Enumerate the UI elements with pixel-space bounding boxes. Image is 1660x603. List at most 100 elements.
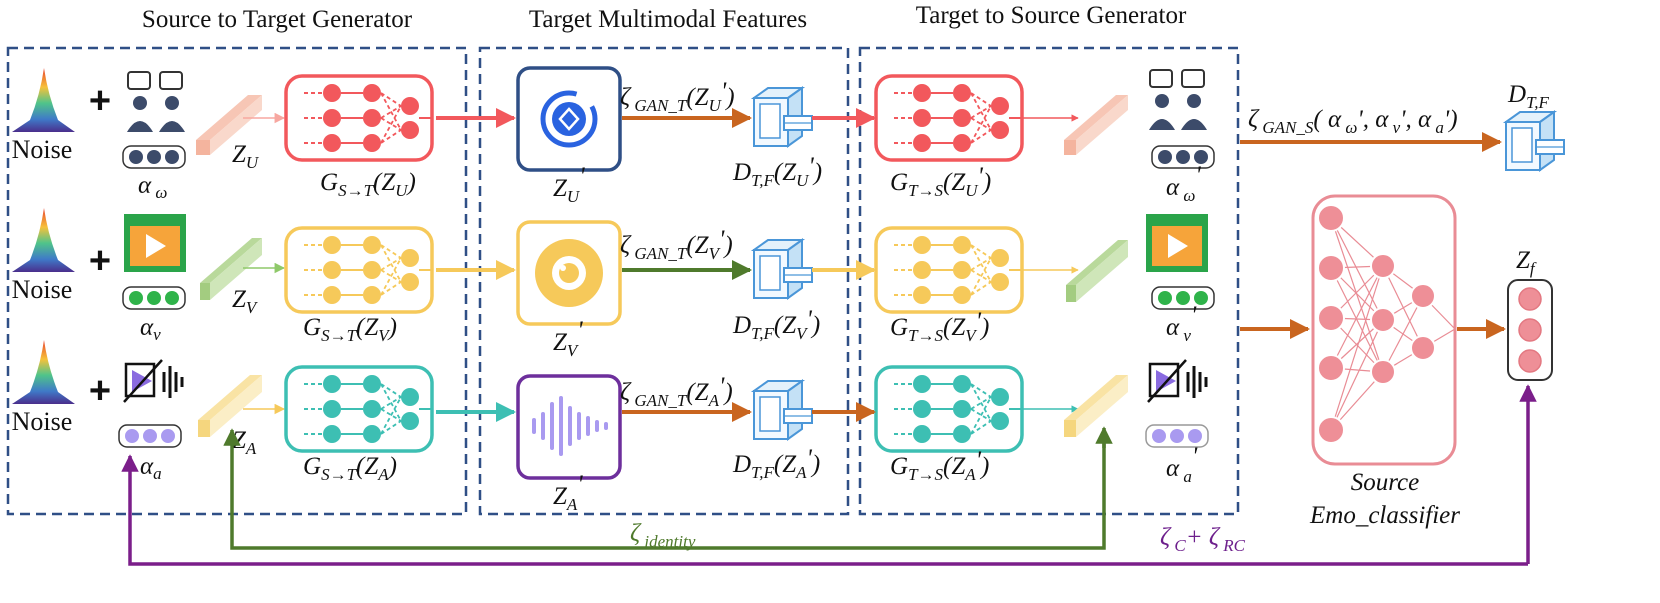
neuron [363, 425, 381, 443]
alpha-input-v: αv [140, 314, 161, 344]
neuron [363, 109, 381, 127]
noise-row-3: Noise + [12, 340, 111, 436]
neuron [323, 109, 341, 127]
gen-st-label-a: GS→T(ZA) [303, 453, 397, 484]
noise-label: Noise [12, 407, 73, 436]
source-to-target-box [6, 46, 468, 516]
gen-ts-label-u: GT→S(ZU') [890, 163, 991, 200]
plus-sign: + [89, 370, 111, 412]
neuron [363, 400, 381, 418]
generator-t2s-v [874, 226, 1024, 314]
audio-video-icon-out [1147, 359, 1208, 403]
gen-st-label-v: GS→T(ZV) [303, 314, 397, 345]
classifier-neuron [1370, 359, 1396, 385]
feature-box-v [516, 220, 622, 326]
neuron [953, 286, 971, 304]
neuron [953, 109, 971, 127]
gen-ts-label-v: GT→S(ZV') [890, 308, 989, 345]
neuron [401, 121, 419, 139]
latent-bar-u-out [1064, 95, 1128, 155]
alpha-output-v: α v' [1166, 302, 1197, 345]
gan-s-loss-label: ζ GAN_S( α ω', α v', α a') [1248, 106, 1458, 137]
header-target-features: Target Multimodal Features [529, 6, 807, 33]
disc-label-a: DT,F(ZA') [732, 445, 820, 482]
noise-surface-icon [12, 208, 75, 272]
classifier-neuron [1370, 253, 1396, 279]
neuron [323, 425, 341, 443]
neuron [913, 425, 931, 443]
classification-loss-path [121, 454, 1528, 566]
gan-s-disc-label: DT,F [1507, 81, 1550, 112]
neuron [363, 261, 381, 279]
latent-bar-u [196, 95, 262, 155]
plus-sign: + [89, 240, 111, 282]
feature-label-v: ZV' [553, 317, 583, 360]
classifier-network [1317, 204, 1456, 444]
video-clip-icon-out [1146, 214, 1208, 272]
feature-box-a [516, 374, 622, 480]
feature-label-u: ZU' [553, 163, 585, 206]
fused-node [1518, 318, 1542, 342]
video-clip-icon [124, 214, 186, 272]
neuron [363, 286, 381, 304]
neuron [991, 121, 1009, 139]
neuron [363, 375, 381, 393]
neuron [991, 97, 1009, 115]
noise-row-1: Noise + [12, 68, 111, 164]
alpha-dots-a [118, 424, 182, 448]
discriminator-u [750, 86, 813, 148]
discriminator-v [750, 238, 813, 300]
latent-bar-v [200, 238, 262, 300]
classifier-neuron [1317, 416, 1345, 444]
neuron [913, 84, 931, 102]
latent-label-a: ZA [232, 427, 257, 458]
neuron [953, 261, 971, 279]
feature-label-a: ZA' [553, 471, 583, 514]
neuron [323, 400, 341, 418]
latent-label-v: ZV [232, 286, 259, 317]
generators-layer [284, 74, 1024, 453]
classifier-neuron [1317, 254, 1345, 282]
waveform-icon [532, 396, 608, 456]
fused-node [1518, 287, 1542, 311]
neuron [323, 286, 341, 304]
generator-s2t-a [284, 365, 434, 453]
neuron [953, 84, 971, 102]
disc-label-u: DT,F(ZU') [732, 153, 822, 190]
neuron [991, 249, 1009, 267]
alpha-output-a: α a' [1166, 443, 1198, 486]
fused-node [1518, 349, 1542, 373]
generator-s2t-u [284, 74, 434, 162]
neuron [363, 134, 381, 152]
noise-label: Noise [12, 275, 73, 304]
neuron [913, 400, 931, 418]
feature-box-u [516, 66, 622, 172]
play-circle-icon [540, 90, 598, 148]
gen-st-label-u: GS→T(ZU) [320, 169, 416, 200]
speakers-icon [127, 71, 185, 132]
alpha-dots-u [122, 145, 186, 169]
neuron [991, 412, 1009, 430]
neuron [363, 84, 381, 102]
discriminator-source [1502, 110, 1565, 172]
neuron [401, 412, 419, 430]
discriminators-layer [750, 86, 1565, 441]
noise-surface-icon [12, 340, 75, 404]
classifier-title-line2: Emo_classifier [1309, 502, 1460, 529]
target-to-source-box [858, 46, 1240, 516]
classifier-neuron [1317, 304, 1345, 332]
generator-t2s-u [874, 74, 1024, 162]
gen-ts-label-a: GT→S(ZA') [890, 447, 989, 484]
classifier-neuron [1410, 283, 1436, 309]
alpha-dots-u-out [1151, 145, 1215, 169]
target-features-box [478, 46, 850, 516]
neuron [401, 97, 419, 115]
audio-video-icon [123, 359, 184, 403]
latent-bar-a-out [1064, 375, 1128, 437]
neuron [913, 236, 931, 254]
neuron [953, 425, 971, 443]
header-target-to-source: Target to Source Generator [916, 2, 1187, 29]
neuron [323, 261, 341, 279]
neuron [323, 84, 341, 102]
alpha-input-u: α ω [138, 172, 167, 202]
